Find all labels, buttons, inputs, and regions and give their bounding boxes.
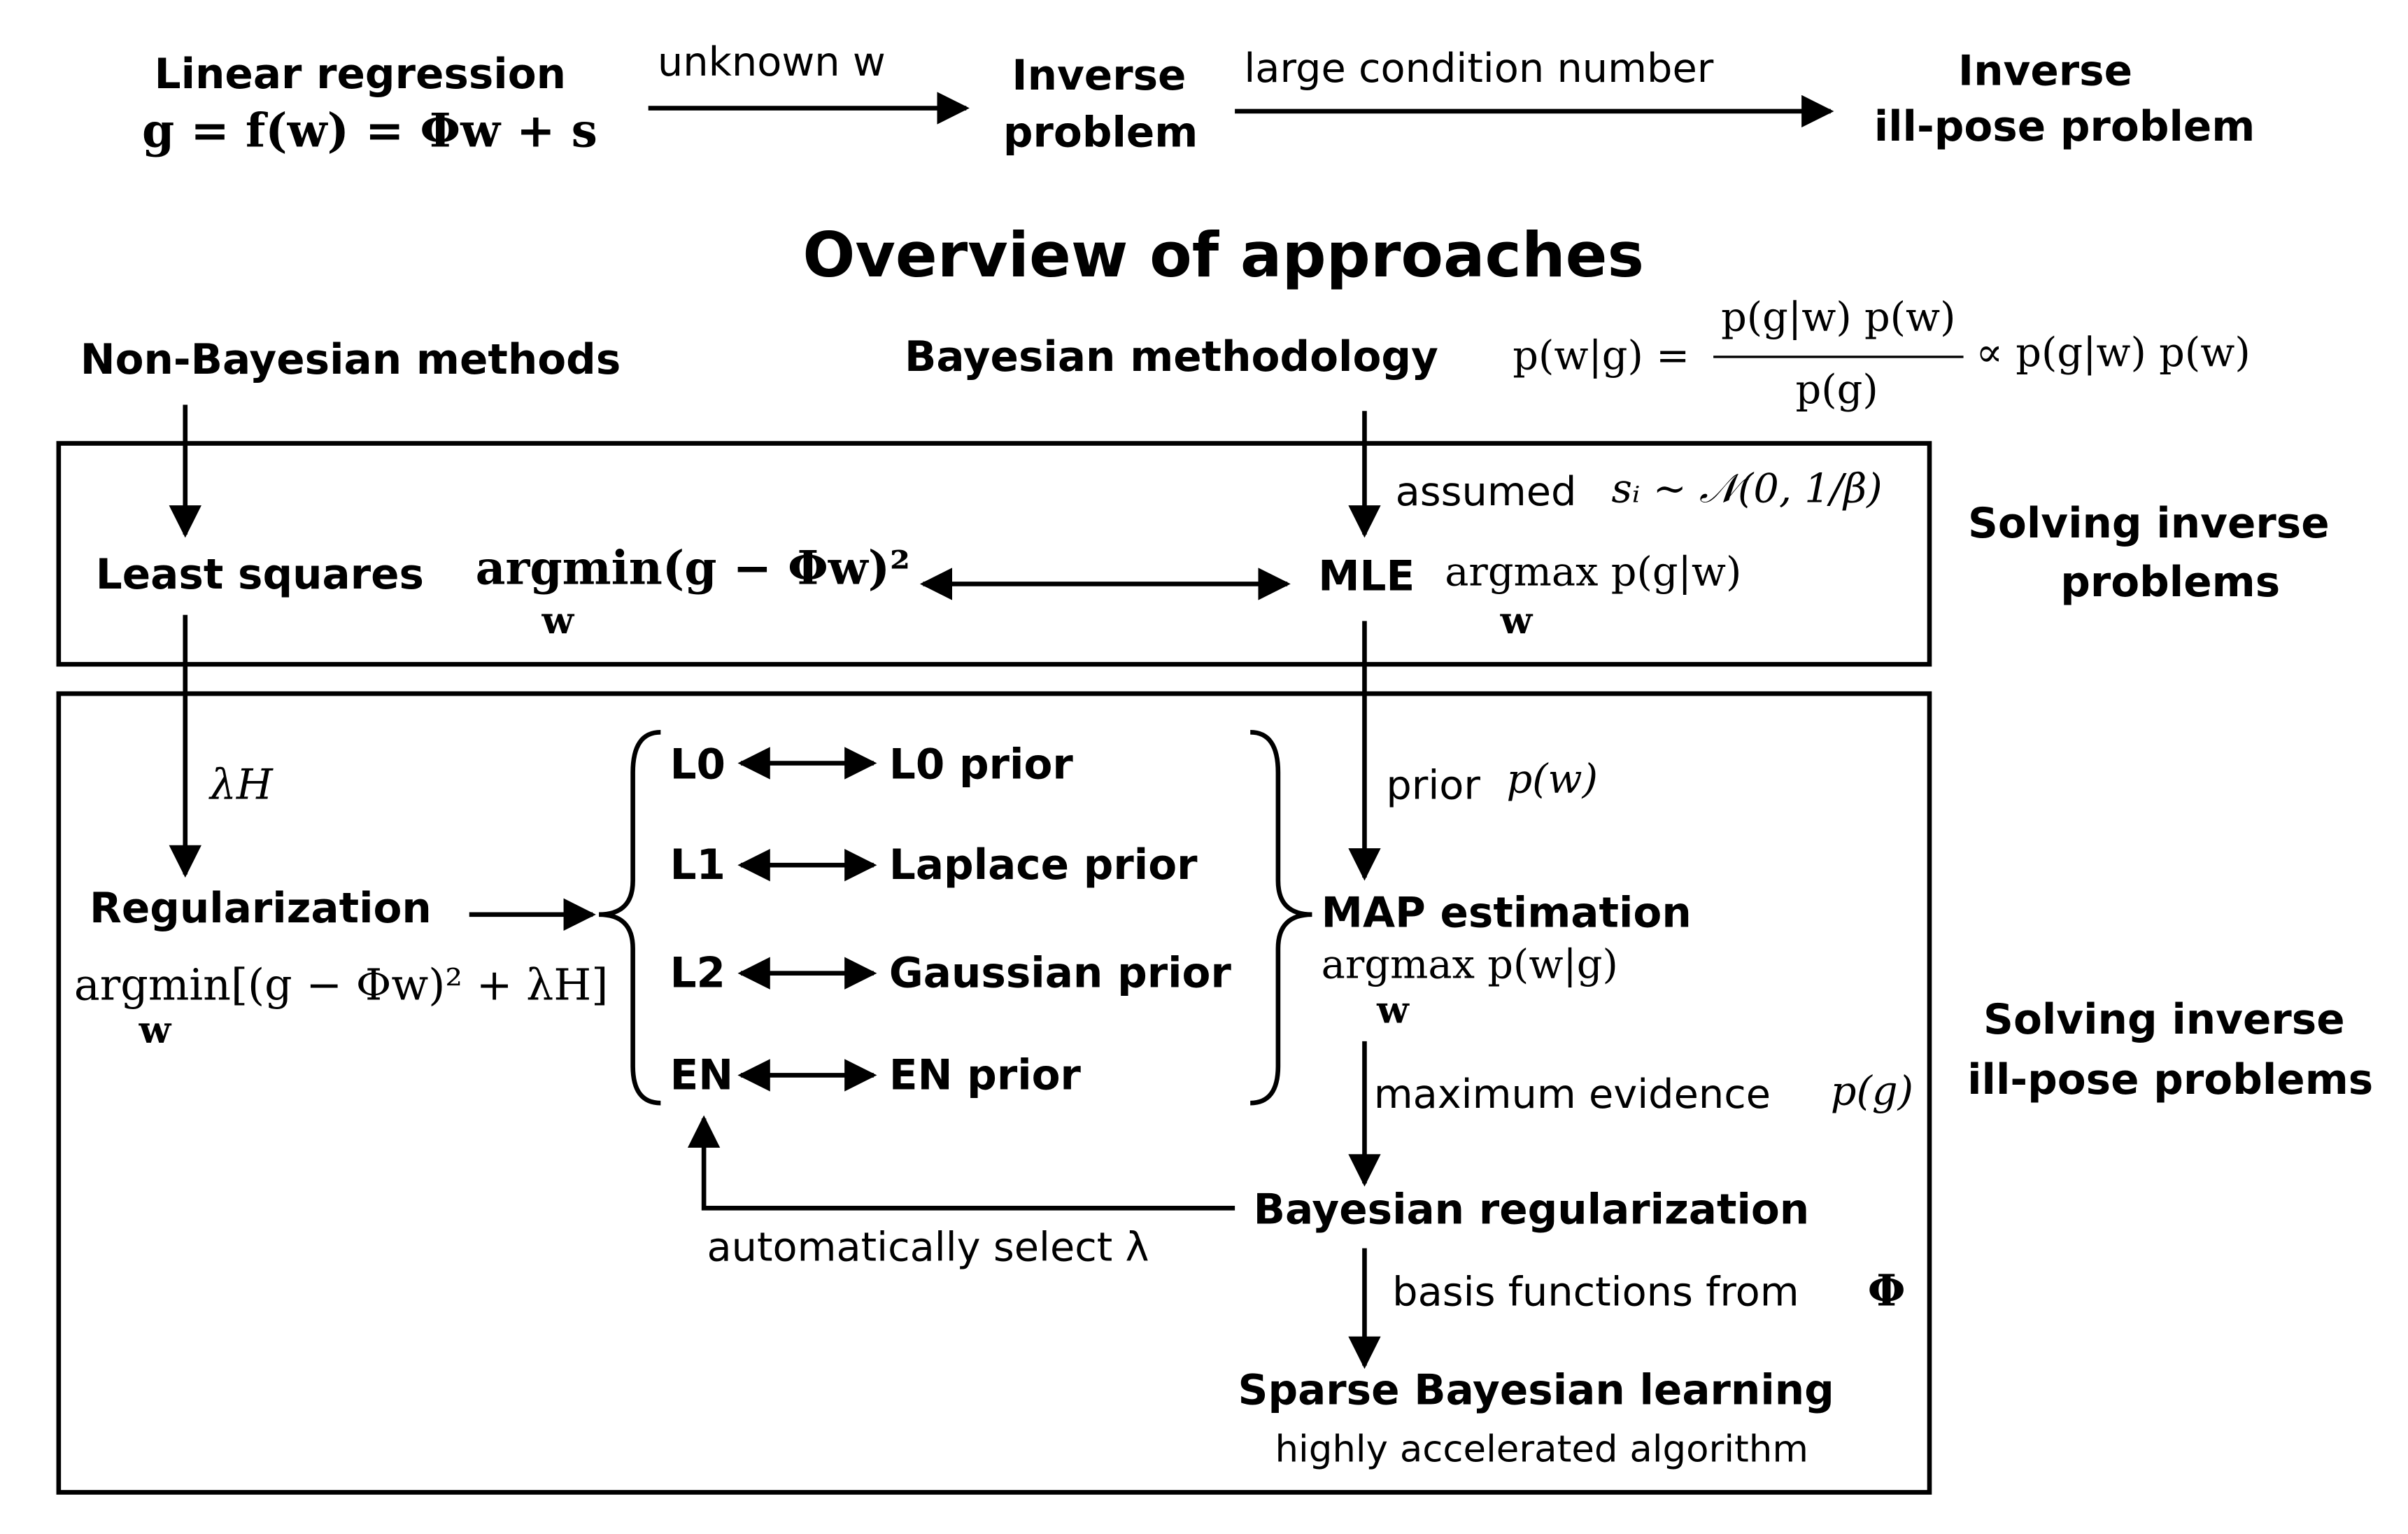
maximum-evidence-label: maximum evidence [1373,1072,1771,1119]
ill-posed-problem-line2: ill-pose problem [1874,103,2255,152]
lambda-h-label: λH [210,761,273,810]
prior-en: EN prior [888,1052,1081,1100]
inverse-problem-line1: Inverse [1012,52,1187,101]
norm-en: EN [670,1052,734,1100]
inverse-problem-line2: problem [1003,109,1198,158]
norm-l1: L1 [670,842,726,890]
solving-inverse-box [56,441,1932,667]
map-estimation-label: MAP estimation [1321,889,1692,938]
bayesian-heading: Bayesian methodology [904,333,1438,382]
basis-functions-label: basis functions from [1392,1269,1799,1316]
arrow-auto-select [687,1115,1235,1211]
linear-regression-label: Linear regression [154,50,567,99]
map-subscript: w [1377,987,1409,1032]
box2-label-line1: Solving inverse [1983,996,2345,1045]
norm-l0: L0 [670,741,726,790]
bayesian-regularization-label: Bayesian regularization [1253,1186,1810,1234]
page-title: Overview of approaches [802,220,1645,293]
unknown-w-label: unknown w [657,40,886,87]
bayes-rule-rhs: ∝ p(g|w) p(w) [1976,330,2251,377]
assumed-label: assumed [1395,470,1577,516]
mle-label: MLE [1318,553,1415,601]
basis-phi-symbol: Φ [1867,1265,1906,1316]
box2-label-line2: ill-pose problems [1967,1056,2374,1105]
least-squares-label: Least squares [95,551,425,600]
regularization-equation: argmin[(g − Φw)² + λH] [73,959,609,1011]
box1-label-line1: Solving inverse [1967,500,2330,549]
bayes-rule-lhs: p(w|g) = [1513,333,1690,381]
large-condition-number-label: large condition number [1244,46,1714,93]
regularization-subscript: w [139,1007,171,1053]
mle-equation: argmax p(g|w) [1445,549,1742,597]
solving-ill-posed-box [56,691,1932,1495]
norm-l2: L2 [670,950,726,999]
prior-equation: p(w) [1506,757,1599,803]
non-bayesian-heading: Non-Bayesian methods [80,337,621,385]
prior-gaussian: Gaussian prior [888,950,1231,999]
prior-l0: L0 prior [888,741,1073,790]
left-brace [599,730,661,1106]
sparse-bayesian-learning-label: Sparse Bayesian learning [1238,1367,1834,1416]
bayes-rule-denominator: p(g) [1795,367,1878,414]
auto-select-label: automatically select λ [707,1225,1149,1272]
sbl-subtitle: highly accelerated algorithm [1275,1427,1808,1471]
ill-posed-problem-line1: Inverse [1957,48,2133,96]
regularization-label: Regularization [89,885,432,934]
right-brace [1250,730,1312,1106]
linear-regression-equation: g = f(w) = Φw + s [141,105,597,160]
evidence-equation: p(g) [1830,1069,1914,1116]
prior-laplace: Laplace prior [888,842,1198,890]
bayes-rule-numerator: p(g|w) p(w) [1721,295,1956,342]
prior-label: prior [1386,763,1480,810]
least-squares-subscript: w [541,598,574,643]
map-equation: argmax p(w|g) [1321,942,1618,989]
mle-subscript: w [1500,598,1533,643]
box1-label-line2: problems [2060,559,2281,607]
assumed-noise-equation: sᵢ ~ 𝒩(0, 1/β) [1611,466,1883,513]
least-squares-equation: argmin(g − Φw)² [475,542,911,597]
